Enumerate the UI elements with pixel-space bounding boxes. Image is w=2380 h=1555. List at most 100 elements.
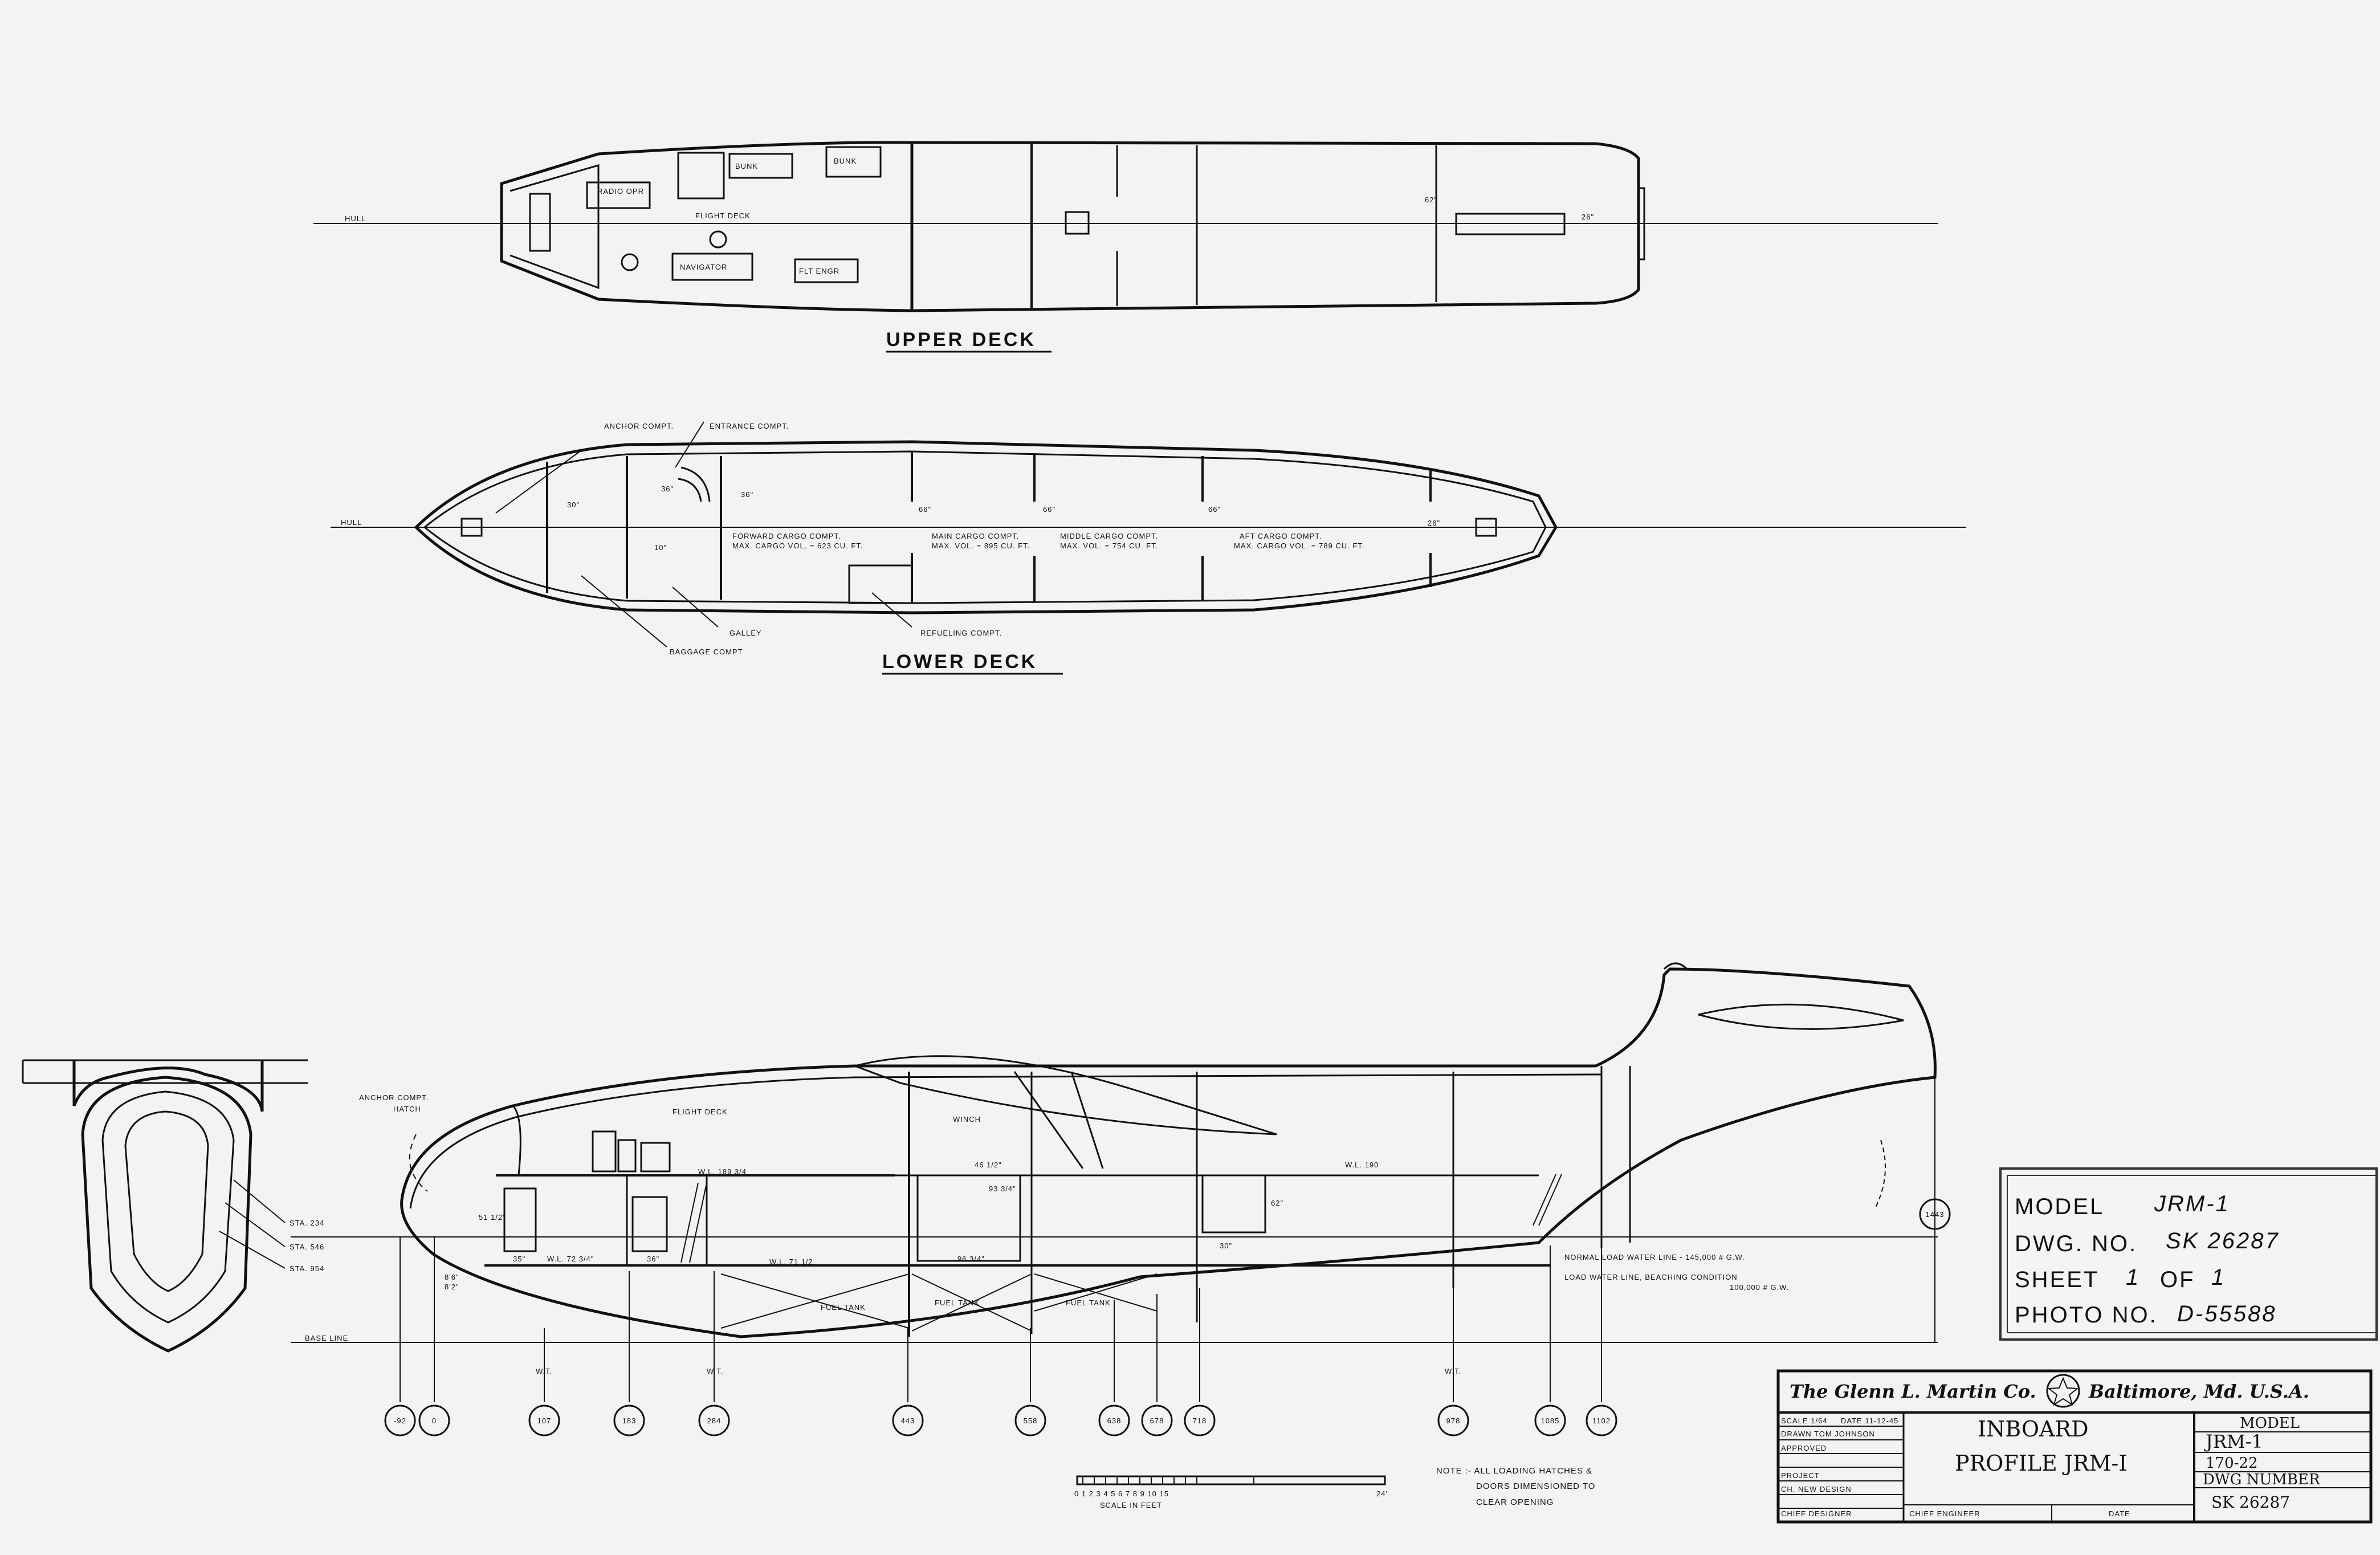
- compt-aft-vol: MAX. CARGO VOL. = 789 CU. FT.: [1234, 542, 1364, 550]
- callout-baggage: BAGGAGE COMPT: [670, 648, 743, 656]
- title-block: [1776, 1369, 2373, 1524]
- tb-row-chief-designer: CHIEF DESIGNER: [1781, 1509, 1852, 1518]
- upper-label-radio: RADIO OPR: [597, 187, 644, 196]
- upper-dim-26: 26": [1582, 213, 1594, 221]
- station-m92: -92: [394, 1416, 406, 1425]
- upper-label-flt-engr: FLT ENGR: [799, 267, 839, 275]
- station-0: 0: [432, 1416, 437, 1425]
- note-block: NOTE :- ALL LOADING HATCHES & DOORS DIME…: [1436, 1466, 1595, 1507]
- stamp-photo-value: D-55588: [2177, 1301, 2276, 1326]
- wt-mark-2: W.T.: [707, 1367, 723, 1375]
- photo-stamp: MODEL JRM-1 DWG. NO. SK 26287 SHEET 1 OF…: [1999, 1167, 2378, 1341]
- stamp-of-label: OF: [2160, 1267, 2195, 1292]
- compt-forward-vol: MAX. CARGO VOL. = 623 CU. FT.: [732, 542, 863, 550]
- scale-bar: 0 1 2 3 4 5 6 7 8 9 10 15 24' SCALE IN F…: [1074, 1475, 1388, 1509]
- note-line-3: CLEAR OPENING: [1476, 1497, 1554, 1507]
- callout-entrance: ENTRANCE COMPT.: [710, 422, 789, 430]
- station-1085: 1085: [1541, 1416, 1560, 1425]
- upper-hull-label: HULL: [345, 214, 366, 223]
- profile-dim-wl72: W.L. 72 3/4": [547, 1255, 594, 1263]
- profile-dim-86: 8'6": [445, 1273, 459, 1281]
- stamp-of-value: 1: [2211, 1265, 2226, 1290]
- tb-scale: SCALE 1/64: [1781, 1416, 1828, 1425]
- compt-main-vol: MAX. VOL. = 895 CU. FT.: [932, 542, 1030, 550]
- station-1102: 1102: [1592, 1416, 1611, 1425]
- water-line-normal: NORMAL LOAD WATER LINE - 145,000 # G.W.: [1564, 1253, 1745, 1261]
- company-name: The Glenn L. Martin Co.: [1790, 1381, 2036, 1402]
- station-718: 718: [1193, 1416, 1207, 1425]
- profile-dim-46: 46 1/2": [975, 1161, 1002, 1169]
- station-678: 678: [1150, 1416, 1164, 1425]
- profile-dim-30: 30": [1220, 1241, 1232, 1250]
- lower-deck-labels: HULL ANCHOR COMPT. ENTRANCE COMPT. GALLE…: [341, 422, 1440, 675]
- profile-dim-96: 96 3/4": [957, 1255, 985, 1263]
- profile-dim-93: 93 3/4": [989, 1184, 1016, 1193]
- tb-row-project: PROJECT: [1781, 1471, 1820, 1480]
- anchor-hatch-label-2: HATCH: [393, 1105, 421, 1113]
- upper-label-bunk-2: BUNK: [834, 157, 857, 165]
- tb-date-label: DATE: [2109, 1509, 2130, 1518]
- profile-dim-51: 51 1/2": [479, 1213, 506, 1222]
- station-443: 443: [901, 1416, 915, 1425]
- lower-deck-title: LOWER DECK: [882, 651, 1037, 673]
- station-1443: 1443: [1926, 1210, 1945, 1219]
- compt-middle-vol: MAX. VOL. = 754 CU. FT.: [1060, 542, 1158, 550]
- scale-caption: SCALE IN FEET: [1100, 1501, 1162, 1509]
- stamp-dwg-value: SK 26287: [2166, 1228, 2280, 1253]
- lower-dim-36a: 36": [661, 485, 674, 493]
- section-sta-954: STA. 954: [290, 1264, 324, 1273]
- lower-deck-view: [331, 421, 1966, 648]
- stamp-dwg-label: DWG. NO.: [2015, 1231, 2137, 1256]
- stamp-photo-label: PHOTO NO.: [2015, 1302, 2158, 1328]
- tb-drawn: DRAWN TOM JOHNSON: [1781, 1430, 1875, 1438]
- stamp-sheet-value: 1: [2126, 1265, 2140, 1290]
- stamp-model-value: JRM-1: [2154, 1191, 2230, 1216]
- title-block-text: The Glenn L. Martin Co. Baltimore, Md. U…: [1781, 1381, 2321, 1518]
- tb-dwg-number-label: DWG NUMBER: [2203, 1471, 2321, 1488]
- lower-dim-26: 26": [1428, 519, 1440, 527]
- profile-dim-82: 8'2": [445, 1283, 459, 1291]
- anchor-hatch-label-1: ANCHOR COMPT.: [359, 1093, 429, 1102]
- lower-dim-66c: 66": [1208, 505, 1221, 514]
- wt-mark-1: W.T.: [536, 1367, 552, 1375]
- upper-label-flight-deck: FLIGHT DECK: [695, 211, 751, 220]
- tb-model-label: MODEL: [2240, 1415, 2300, 1432]
- section-labels: STA. 234 STA. 546 STA. 954: [290, 1219, 324, 1273]
- upper-deck-view: [313, 141, 1938, 312]
- lower-dim-36b: 36": [741, 490, 753, 499]
- hull-cross-section: [22, 1059, 308, 1353]
- winch-label: WINCH: [953, 1115, 981, 1123]
- fuel-tank-1: FUEL TANK: [821, 1303, 866, 1312]
- scale-end: 24': [1376, 1489, 1388, 1498]
- note-line-1: NOTE :- ALL LOADING HATCHES &: [1436, 1466, 1592, 1476]
- upper-dim-62: 62": [1425, 196, 1437, 204]
- lower-dim-66a: 66": [919, 505, 931, 514]
- wl-189-label: W.L. 189 3/4: [698, 1167, 747, 1176]
- station-107: 107: [537, 1416, 552, 1425]
- station-558: 558: [1024, 1416, 1038, 1425]
- upper-label-navigator: NAVIGATOR: [680, 263, 727, 271]
- station-183: 183: [622, 1416, 637, 1425]
- station-284: 284: [707, 1416, 722, 1425]
- fuel-tank-3: FUEL TANK: [1066, 1298, 1111, 1307]
- section-sta-234: STA. 234: [290, 1219, 324, 1227]
- station-978: 978: [1446, 1416, 1461, 1425]
- upper-deck-title: UPPER DECK: [886, 329, 1036, 351]
- profile-dim-36: 36": [647, 1255, 659, 1263]
- station-638: 638: [1107, 1416, 1122, 1425]
- wl-71-label: W.L. 71 1/2: [769, 1257, 813, 1266]
- upper-deck-labels: HULL RADIO OPR BUNK BUNK FLIGHT DECK NAV…: [345, 157, 1594, 353]
- wl-190-label: W.L. 190: [1345, 1161, 1379, 1169]
- upper-label-bunk-1: BUNK: [735, 162, 758, 170]
- compt-aft-name: AFT CARGO COMPT.: [1240, 532, 1322, 540]
- tb-chief-engineer: CHIEF ENGINEER: [1909, 1509, 1980, 1518]
- tb-row-new-design: CH. NEW DESIGN: [1781, 1485, 1852, 1493]
- tb-approved: APPROVED: [1781, 1444, 1827, 1452]
- compt-middle-name: MIDDLE CARGO COMPT.: [1060, 532, 1158, 540]
- inboard-profile: [291, 962, 1938, 1402]
- profile-dim-62: 62": [1271, 1199, 1283, 1207]
- fuel-tank-2: FUEL TANK: [935, 1298, 980, 1307]
- tb-date: DATE 11-12-45: [1841, 1416, 1898, 1425]
- water-line-weight: 100,000 # G.W.: [1730, 1283, 1789, 1292]
